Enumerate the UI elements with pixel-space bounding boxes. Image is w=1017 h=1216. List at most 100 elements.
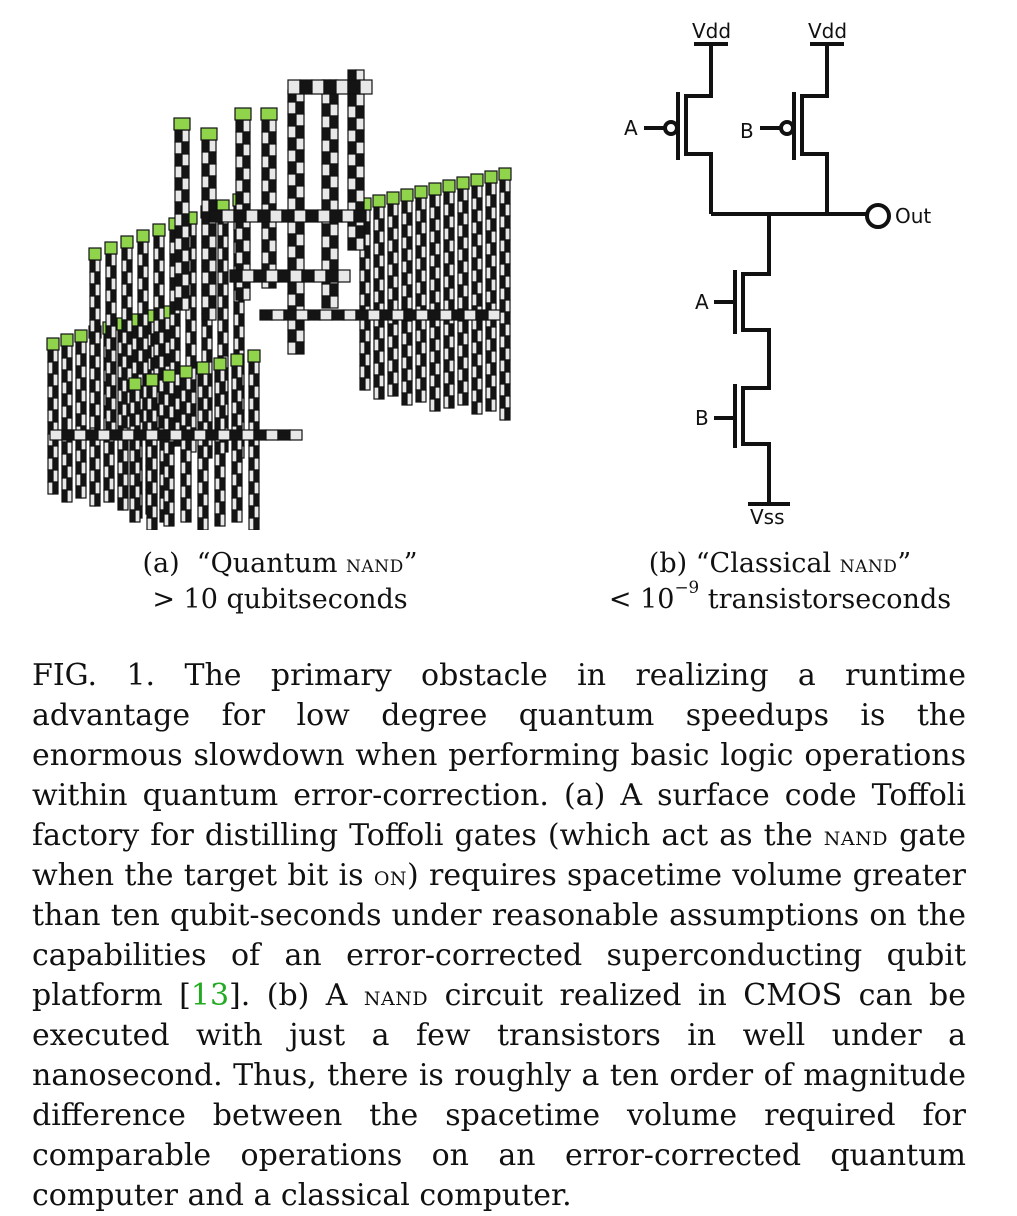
cube-block	[490, 350, 497, 364]
cube-block	[403, 309, 417, 321]
cube-block	[121, 319, 128, 333]
green-qubit-block	[247, 349, 261, 363]
cube-block	[359, 257, 366, 271]
cube-block	[236, 389, 243, 403]
cube-block	[236, 461, 243, 475]
cube-block	[248, 361, 255, 375]
cube-block	[197, 517, 204, 530]
cube-block	[137, 253, 144, 267]
cube-block	[392, 335, 399, 349]
cube-block	[181, 285, 190, 299]
cube-block	[434, 362, 441, 376]
cube-block	[268, 119, 277, 133]
cube-block	[415, 389, 422, 403]
cube-block	[295, 185, 305, 199]
cube-block	[174, 201, 183, 215]
cube-block	[174, 313, 181, 327]
cube-block	[146, 505, 153, 519]
cube-block	[359, 293, 366, 307]
cube-block	[201, 163, 210, 177]
cube-block	[387, 227, 394, 241]
cube-block	[235, 179, 244, 193]
cube-block	[153, 235, 160, 249]
cube-block	[499, 287, 506, 301]
cube-block	[131, 325, 138, 339]
cube-block	[471, 341, 478, 355]
cube-block	[174, 273, 183, 287]
cube-block	[373, 386, 380, 400]
cube-block	[462, 368, 469, 382]
cube-block	[52, 457, 59, 471]
cube-block	[89, 367, 96, 381]
cube-block	[181, 141, 190, 155]
cube-block	[214, 453, 221, 467]
cube-block	[52, 409, 59, 423]
cube-block	[253, 397, 260, 411]
cube-block	[359, 365, 366, 379]
cube-block	[47, 385, 54, 399]
cube-block	[89, 415, 96, 429]
cube-block	[197, 493, 204, 507]
green-qubit-block	[152, 223, 166, 237]
cube-block	[233, 313, 240, 327]
cube-block	[121, 307, 128, 321]
cube-block	[202, 469, 209, 483]
cube-block	[180, 485, 187, 499]
cube-block	[108, 441, 115, 455]
cube-block	[229, 269, 243, 283]
cube-block	[329, 247, 339, 261]
cube-block	[153, 271, 160, 285]
cube-block	[137, 265, 144, 279]
cube-block	[485, 278, 492, 292]
cube-block	[434, 254, 441, 268]
cube-block	[163, 441, 170, 455]
cube-block	[471, 353, 478, 367]
cube-block	[347, 237, 357, 251]
cube-block	[313, 269, 327, 283]
cube-block	[462, 188, 469, 202]
cube-block	[387, 203, 394, 217]
cube-block	[146, 481, 153, 495]
cube-block	[208, 139, 217, 153]
cube-block	[355, 225, 365, 239]
cube-block	[214, 393, 221, 407]
cube-block	[443, 347, 450, 361]
cube-block	[248, 481, 255, 495]
cube-block	[248, 457, 255, 471]
cube-block	[208, 307, 217, 321]
cube-block	[66, 453, 73, 467]
cube-block	[94, 481, 101, 495]
cube-block	[448, 251, 455, 265]
cube-block	[443, 227, 450, 241]
cube-block	[197, 481, 204, 495]
cube-block	[185, 461, 192, 475]
cube-block	[420, 365, 427, 379]
cube-block	[443, 191, 450, 205]
cube-block	[471, 221, 478, 235]
cube-block	[201, 283, 210, 297]
cube-block	[108, 477, 115, 491]
cube-block	[347, 93, 357, 107]
citation-link[interactable]: 13	[190, 978, 230, 1013]
subcaption-b-volume: transistorseconds	[699, 584, 952, 615]
cube-block	[378, 326, 385, 340]
cube-block	[248, 493, 255, 507]
cube-block	[401, 284, 408, 298]
cube-block	[355, 189, 365, 203]
cube-block	[448, 191, 455, 205]
cube-block	[75, 341, 82, 355]
cube-block	[287, 113, 297, 127]
cube-block	[485, 362, 492, 376]
cube-block	[443, 251, 450, 265]
cube-block	[485, 350, 492, 364]
cube-block	[180, 413, 187, 427]
cube-block	[347, 141, 357, 155]
cube-block	[415, 281, 422, 295]
figure-caption: FIG. 1. The primary obstacle in realizin…	[32, 656, 966, 1216]
cube-block	[47, 409, 54, 423]
green-qubit-block	[428, 182, 442, 196]
cube-block	[202, 505, 209, 519]
cube-block	[295, 293, 305, 307]
cube-block	[355, 177, 365, 191]
cube-block	[121, 295, 128, 309]
